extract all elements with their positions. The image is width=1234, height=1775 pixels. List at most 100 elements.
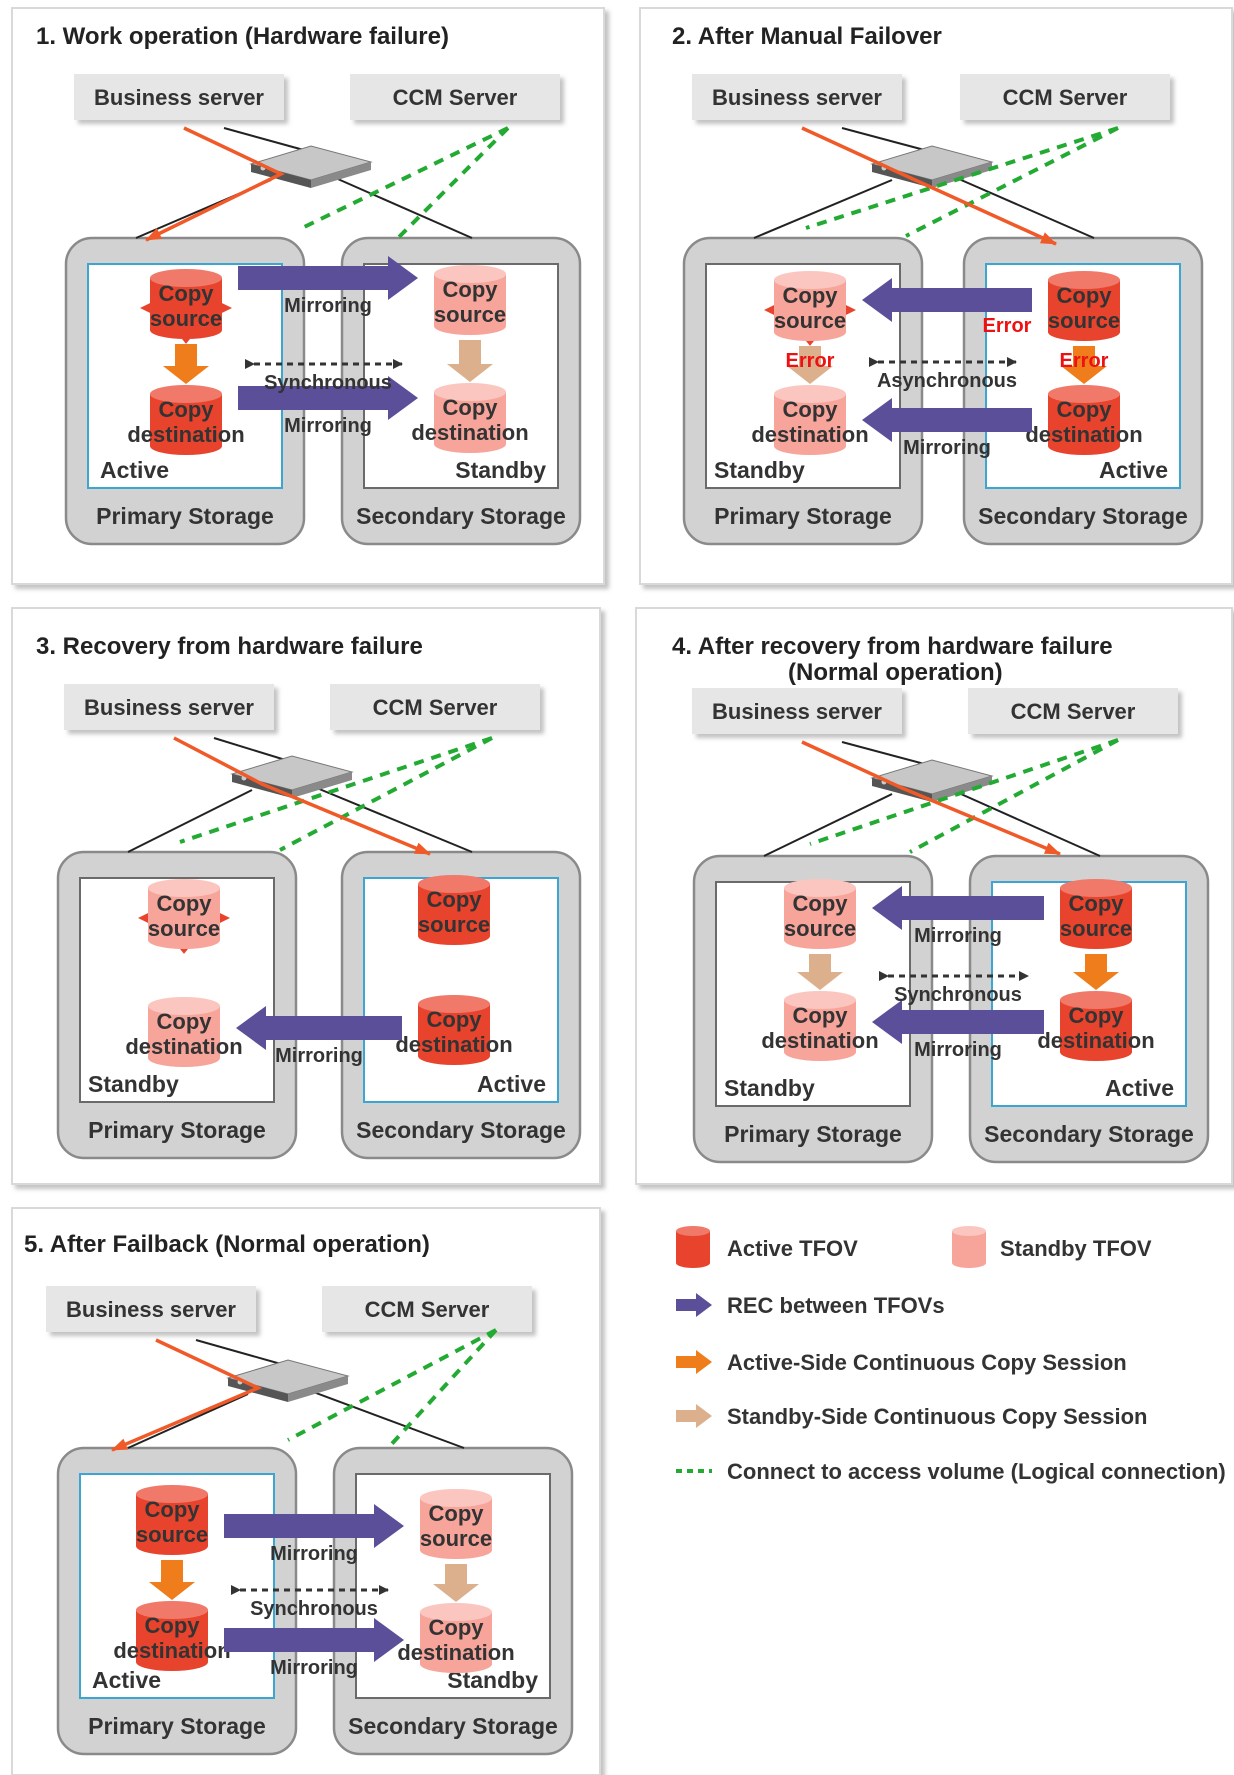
secondary-copy-source-volume-bottom: [418, 927, 490, 945]
mirroring-arrow-top-error: Error: [983, 315, 1032, 337]
secondary-storage-name: Secondary Storage: [356, 1117, 566, 1143]
business-server-box: [74, 74, 284, 120]
business-server-box: [692, 688, 902, 734]
secondary-state-label: Active: [477, 1071, 546, 1097]
primary-state-label: Active: [92, 1667, 161, 1693]
logical-connection-line: [386, 1328, 498, 1450]
secondary-copy-destination-volume-bottom: [420, 1655, 492, 1673]
primary-copy-destination-volume: [148, 997, 220, 1067]
primary-copy-destination-volume-bottom: [774, 437, 846, 455]
primary-copy-source-volume-bottom: [148, 931, 220, 949]
primary-copy-source-volume-top: [774, 271, 846, 289]
business-server: Business server: [74, 74, 284, 120]
mirroring-arrow-bottom: [872, 1000, 1044, 1044]
primary-copy-destination-volume-top: [136, 1601, 208, 1619]
primary-copy-source-label-line1: Copy: [145, 1497, 201, 1522]
secondary-copy-destination-volume-top: [418, 995, 490, 1013]
secondary-copy-destination-volume-top: [1048, 385, 1120, 403]
logical-connection-line: [805, 126, 1119, 230]
secondary-copy-source-label-line1: Copy: [1069, 891, 1125, 916]
secondary-storage: Secondary StorageStandbyCopysourceCopyde…: [340, 236, 582, 546]
primary-copy-source-volume: [138, 879, 230, 954]
primary-copy-source-volume-bottom: [150, 321, 222, 339]
ccm-server-label: CCM Server: [373, 695, 498, 720]
active-access-path: [801, 126, 1057, 246]
secondary-copy-source-volume: [420, 1489, 492, 1559]
primary-state-label: Standby: [714, 457, 805, 483]
secondary-copy-destination-label-line1: Copy: [429, 1615, 485, 1640]
secondary-copy-destination-volume-bottom: [418, 1047, 490, 1065]
active-access-path: [145, 126, 286, 242]
logical-connection-line: [909, 738, 1119, 854]
primary-copy-destination-label-line1: Copy: [145, 1613, 201, 1638]
logical-connection-line: [279, 736, 493, 852]
switch-to-secondary-link: [330, 175, 473, 239]
primary-copy-source-volume: [764, 271, 856, 346]
secondary-copy-source-volume-top: [1048, 271, 1120, 289]
ccm-server-box: [968, 688, 1178, 734]
secondary-copy-destination-label-line2: destination: [395, 1032, 512, 1057]
mirroring-arrow-bottom: [224, 1618, 404, 1662]
business-server: Business server: [46, 1286, 256, 1332]
primary-copy-source-volume-top: [148, 879, 220, 897]
business-server: Business server: [64, 684, 274, 730]
primary-copy-destination-label-line2: destination: [751, 422, 868, 447]
primary-copy-destination-volume: [784, 991, 856, 1061]
primary-copy-destination-volume-bottom: [784, 1043, 856, 1061]
legend-logical-connection-label: Connect to access volume (Logical connec…: [727, 1459, 1226, 1484]
switch-to-primary-link: [763, 793, 893, 857]
mirroring-arrow-bottom-label: Mirroring: [275, 1045, 363, 1067]
mirroring-arrow-bottom: [236, 1006, 402, 1050]
secondary-state-label: Active: [1105, 1075, 1174, 1101]
primary-copy-destination-label-line1: Copy: [157, 1009, 213, 1034]
secondary-copy-destination-volume-bottom: [1048, 437, 1120, 455]
secondary-copy-source-volume-top: [1060, 879, 1132, 897]
mirroring-arrow-top: [872, 886, 1044, 930]
secondary-storage-name: Secondary Storage: [978, 503, 1188, 529]
ccm-server-label: CCM Server: [365, 1297, 490, 1322]
primary-copy-destination-label-line2: destination: [761, 1028, 878, 1053]
business-server-link: [213, 737, 293, 763]
legend-standby-tfov-icon: [952, 1231, 986, 1263]
switch-to-primary-link: [127, 789, 253, 853]
secondary-copy-destination-label-line1: Copy: [427, 1007, 483, 1032]
panel-5: 5. After Failback (Normal operation)Prim…: [11, 1207, 601, 1775]
primary-copy-destination-volume-top: [774, 385, 846, 403]
mirroring-arrow-top: [238, 256, 418, 300]
legend-standby-tfov-label: Standby TFOV: [1000, 1236, 1152, 1261]
secondary-storage: Secondary StorageActiveCopysourceCopydes…: [340, 850, 582, 1160]
panel-title: 4. After recovery from hardware failure: [672, 633, 1113, 660]
business-server-link: [841, 127, 933, 153]
primary-state-label: Active: [100, 457, 169, 483]
legend-rec-label: REC between TFOVs: [727, 1293, 945, 1318]
secondary-copy-source-label-line1: Copy: [427, 887, 483, 912]
primary-copy-source-label-line2: source: [148, 916, 220, 941]
mirroring-arrow-bottom-label: Mirroring: [284, 415, 372, 437]
mirroring-arrow-bottom-label: Mirroring: [914, 1039, 1002, 1061]
business-server-label: Business server: [66, 1297, 236, 1322]
primary-copy-session-arrow: [149, 1560, 195, 1600]
panel-title: 2. After Manual Failover: [672, 23, 942, 50]
primary-copy-source-volume: [136, 1485, 208, 1555]
active-access-path: [173, 736, 431, 856]
primary-copy-source-label-line1: Copy: [783, 283, 839, 308]
sync-relation-label: Synchronous: [894, 984, 1022, 1006]
ccm-server: CCM Server: [330, 684, 540, 730]
primary-storage: Primary StorageStandbyCopysourceCopydest…: [692, 854, 934, 1164]
panel-title: 5. After Failback (Normal operation): [24, 1231, 430, 1258]
primary-copy-source-label-line2: source: [136, 1522, 208, 1547]
network-switch-icon: [249, 145, 373, 188]
ccm-server: CCM Server: [322, 1286, 532, 1332]
primary-copy-source-volume-top: [150, 269, 222, 287]
logical-connection-line: [287, 1328, 497, 1442]
switch-to-secondary-link: [311, 785, 473, 853]
primary-copy-session-arrow: [787, 346, 833, 384]
panel-4: 4. After recovery from hardware failure(…: [635, 607, 1233, 1185]
secondary-copy-destination-volume: [418, 995, 490, 1065]
primary-copy-session-arrow: [797, 954, 843, 990]
secondary-copy-destination-label-line1: Copy: [1057, 397, 1113, 422]
secondary-copy-source-label-line2: source: [420, 1526, 492, 1551]
secondary-copy-source-label-line1: Copy: [429, 1501, 485, 1526]
ccm-server-box: [322, 1286, 532, 1332]
secondary-copy-session-arrow: [447, 340, 493, 382]
